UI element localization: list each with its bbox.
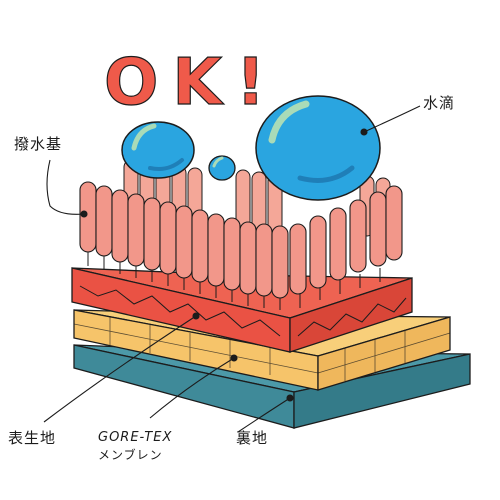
outer-fabric-zigzag-side <box>297 297 407 337</box>
ok-text: OK! <box>104 46 279 120</box>
leader-water-drop <box>363 105 421 133</box>
hair-front-row <box>79 181 403 299</box>
leader-membrane <box>149 357 235 419</box>
label-outer-fabric: 表生地 <box>8 429 57 447</box>
water-drop-large <box>255 95 381 201</box>
label-membrane-name: GORE-TEX <box>98 430 173 445</box>
label-membrane-kana: メンブレン <box>98 448 163 462</box>
label-lining: 裏地 <box>236 429 269 447</box>
outer-fabric-zigzag-front <box>79 285 281 337</box>
membrane-side <box>317 316 451 391</box>
water-drop-medium <box>121 121 195 179</box>
leader-lining <box>237 397 291 433</box>
water-drops <box>121 95 381 201</box>
label-water-drop: 水滴 <box>423 94 456 112</box>
outer-fabric-side <box>289 277 413 353</box>
label-water-repellent: 撥水基 <box>14 135 63 153</box>
membrane-grid <box>73 317 451 381</box>
lining-side <box>293 353 471 429</box>
ok-headline: OK! <box>103 45 279 120</box>
leader-water-repellent <box>46 159 85 215</box>
leader-lines <box>43 105 421 433</box>
outer-fabric-layer <box>71 267 413 353</box>
water-repellent-hairs <box>79 159 403 299</box>
water-drop-small <box>208 155 236 181</box>
leader-outer-fabric <box>43 315 197 423</box>
